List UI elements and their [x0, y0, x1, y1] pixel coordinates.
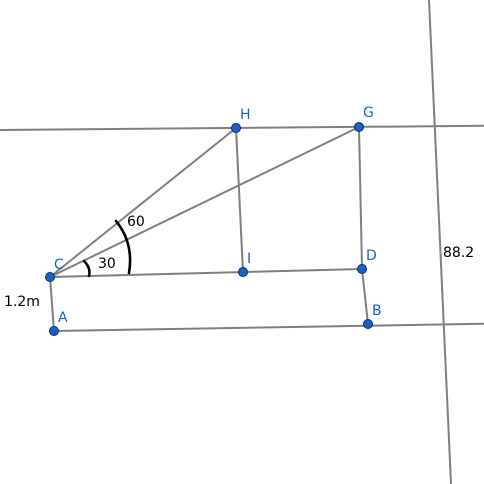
angle-label-60: 60 — [127, 214, 145, 230]
label-b: B — [372, 303, 382, 319]
segment-c-a[interactable] — [49, 276, 55, 332]
distance-label: 88.2 — [443, 245, 474, 261]
label-d: D — [366, 248, 377, 264]
label-c: C — [54, 257, 64, 273]
label-g: G — [363, 105, 374, 121]
point-d[interactable] — [357, 264, 367, 274]
label-a: A — [58, 310, 68, 326]
segment-h-i[interactable] — [235, 127, 244, 273]
angle-arc-60 — [114, 219, 132, 275]
height-label: 1.2m — [4, 294, 40, 310]
point-a[interactable] — [49, 326, 59, 336]
line-bottom-through-a-b[interactable] — [53, 322, 484, 332]
segment-g-d[interactable] — [358, 126, 363, 270]
line-top-through-h-g[interactable] — [0, 124, 484, 131]
angle-arc-30 — [82, 259, 91, 278]
angle-marks — [82, 219, 132, 278]
angle-label-30: 30 — [98, 256, 116, 272]
point-c[interactable] — [45, 272, 55, 282]
vertical-far-right-line[interactable] — [428, 0, 452, 484]
label-h: H — [240, 107, 251, 123]
point-h[interactable] — [231, 123, 241, 133]
measurement-labels: 30 60 1.2m 88.2 — [4, 214, 474, 310]
point-layer — [45, 122, 373, 336]
point-g[interactable] — [354, 122, 364, 132]
segment-c-d[interactable] — [49, 268, 363, 278]
segment-d-b[interactable] — [361, 268, 369, 325]
segment-c-h[interactable] — [49, 127, 237, 278]
segment-c-g[interactable] — [49, 126, 360, 278]
point-i[interactable] — [238, 267, 248, 277]
label-i: I — [247, 251, 251, 267]
point-labels: H G C I D A B — [54, 105, 382, 326]
point-b[interactable] — [363, 319, 373, 329]
